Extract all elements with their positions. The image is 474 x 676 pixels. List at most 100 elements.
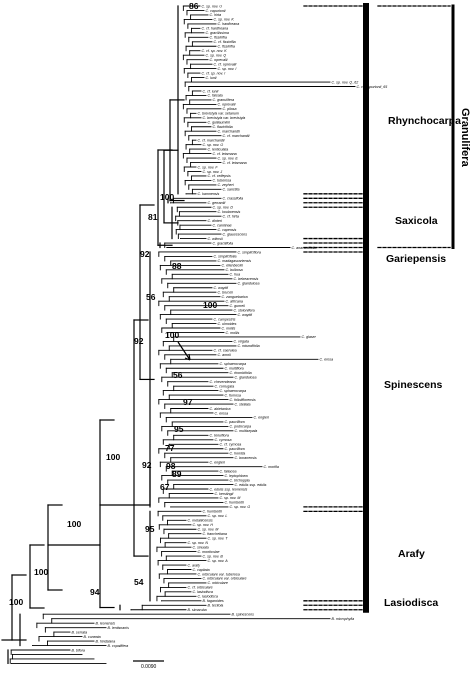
- tip-label: C. monticolae: [198, 550, 220, 554]
- tip-label: B. leonensis: [96, 621, 116, 625]
- tip-label: C. oprevalii: [218, 103, 236, 107]
- tip-label: C. flavicifolia: [213, 125, 233, 129]
- tip-label: C. capurionii: [206, 9, 226, 13]
- clade-label-lasiodisca: Lasiodisca: [384, 597, 438, 609]
- tip-label: C. cf. marchandii: [198, 138, 225, 142]
- tip-label: C. amnii: [218, 353, 231, 357]
- tip-label: C. madagascariensis: [218, 259, 252, 263]
- tip-label: C. cf. orbiculare: [188, 586, 213, 590]
- tip-label: B. tecitola: [208, 604, 224, 608]
- tip-label: C. capensis: [218, 228, 237, 232]
- tip-label: C. fumosa: [225, 393, 241, 397]
- tip-label: C. franchetiana: [203, 532, 227, 536]
- tip-label: B. spinescens: [232, 613, 255, 617]
- bootstrap-b92_mid: 92: [134, 336, 144, 346]
- bootstrap-b54: 54: [134, 577, 144, 587]
- tip-label: C. humbertii: [225, 501, 245, 505]
- tip-label: C. multiflora: [225, 367, 244, 371]
- tip-label: C. marchandii: [218, 130, 240, 134]
- bootstrap-b100_rhyncho: 100: [160, 192, 174, 202]
- tip-label: C. sp. nov. Q: [206, 53, 227, 57]
- tip-label: C. mollis: [222, 326, 236, 330]
- tip-label: C. sp. nov. J: [203, 170, 223, 174]
- tip-label: B. simaruba: [188, 608, 207, 612]
- tip-label: C. gurneii: [230, 304, 246, 308]
- tip-label: C. horrida: [230, 452, 246, 456]
- bootstrap-b88: 88: [172, 261, 182, 271]
- tip-label: C. abietanica: [210, 407, 231, 411]
- bootstrap-b81: 81: [148, 212, 158, 222]
- tip-label: C. trichoppla: [230, 478, 250, 482]
- tip-label: C. simpliciflora: [238, 250, 261, 254]
- bootstrap-b77: 77: [165, 443, 175, 453]
- tip-label: C. tuberosa: [213, 179, 232, 183]
- tip-label: B. bifora: [72, 648, 85, 652]
- tip-label: C. sp. nov. M: [198, 528, 219, 532]
- tip-label: C. bulbosa: [226, 268, 243, 272]
- tip-label: C. cf. sp. nov. I: [202, 71, 226, 75]
- tip-label: C. pauciflora: [225, 420, 245, 424]
- tip-label: C. granulifera: [213, 98, 235, 102]
- tip-label: B. cuneata: [84, 635, 101, 639]
- tip-label: C. rotundifolia: [238, 344, 260, 348]
- tip-label: C. leptophloea: [225, 474, 248, 478]
- tip-label: C. cf. oprevalii: [214, 62, 237, 66]
- bootstrap-b100_lower: 100: [67, 519, 81, 529]
- tip-label: C. cf. hardheana: [202, 27, 229, 31]
- tip-label: C. sp. nov. A: [208, 559, 229, 563]
- tip-label: C. stellata: [235, 402, 251, 406]
- tip-label: B. copallifera: [108, 644, 129, 648]
- tip-label: C. fissinflia: [210, 36, 227, 40]
- bootstrap-b100_outer: 100: [34, 567, 48, 577]
- tip-label: C. capitata: [193, 568, 210, 572]
- tip-label: C. metallicensis: [188, 519, 213, 523]
- tip-label: C. crassifolia: [223, 197, 244, 201]
- tip-label: C. wilmsii: [208, 237, 223, 241]
- tip-label: B. hindsiana: [96, 639, 116, 643]
- bootstrap-b100_main: 100: [106, 452, 120, 462]
- tip-label: C. sp. nov. I: [218, 67, 237, 71]
- tip-label: C. mollis: [226, 331, 240, 335]
- tree-branches: [1, 5, 356, 665]
- tip-label: C. zanguebarica: [222, 295, 248, 299]
- bootstrap-b100_arrow: 100: [165, 330, 179, 340]
- tip-label: C. cymosa: [215, 438, 232, 442]
- tip-label: C. cf. sp. nov. K: [202, 49, 228, 53]
- tip-label: C. pauciflora: [225, 447, 245, 451]
- tip-label: C. edulis ssp. edulis: [235, 483, 267, 487]
- tip-label: C. chevendeana: [210, 380, 236, 384]
- arrow-icon: [177, 341, 191, 361]
- tip-label: C. zeyheri: [218, 183, 234, 187]
- tip-label: C. lasiodisca: [193, 590, 213, 594]
- tip-label: C. sp. nov. O: [203, 143, 224, 147]
- tip-label: C. cf. letamana: [213, 152, 237, 156]
- bootstrap-b100_simpl: 100: [203, 300, 217, 310]
- tip-label: C. sinuata: [193, 545, 209, 549]
- tip-label: C. ulmoides: [218, 322, 237, 326]
- tip-label: C. sp. nov. M: [220, 496, 241, 500]
- clade-label-saxicola: Saxicola: [395, 215, 438, 227]
- tip-label: C. brevistyla var. setanum: [198, 112, 239, 116]
- clade-label-gariepensis: Gariepensis: [386, 253, 446, 265]
- clade-label-rhynchocarpa: Rhynchocarpa: [388, 115, 461, 127]
- tip-label: C. sp. nov. L: [208, 514, 228, 518]
- tip-label: C. sp. nov. G: [230, 505, 251, 509]
- tip-label: C. erosa: [320, 358, 334, 362]
- tip-label: C. arafy: [188, 563, 201, 567]
- bootstrap-b56_top: 56: [146, 292, 156, 302]
- tip-label: C. falcata: [208, 94, 223, 98]
- bootstrap-b95_low: 95: [145, 524, 155, 534]
- tip-label: C. lunii: [206, 76, 217, 80]
- tip-label: C. dinteri: [208, 219, 223, 223]
- tip-label: C. engleri: [254, 416, 270, 420]
- bootstrap-b89: 89: [172, 469, 182, 479]
- bootstrap-b86: 86: [189, 1, 199, 11]
- bootstrap-b94: 94: [90, 587, 100, 597]
- tip-label: C. engleri: [210, 460, 226, 464]
- tip-label: C. gracilifolia: [213, 241, 234, 245]
- clade-brackets: [303, 3, 455, 613]
- tip-label: C. edulis ssp. leonensis: [210, 487, 248, 491]
- bootstrap-b56_mid: 56: [173, 370, 183, 380]
